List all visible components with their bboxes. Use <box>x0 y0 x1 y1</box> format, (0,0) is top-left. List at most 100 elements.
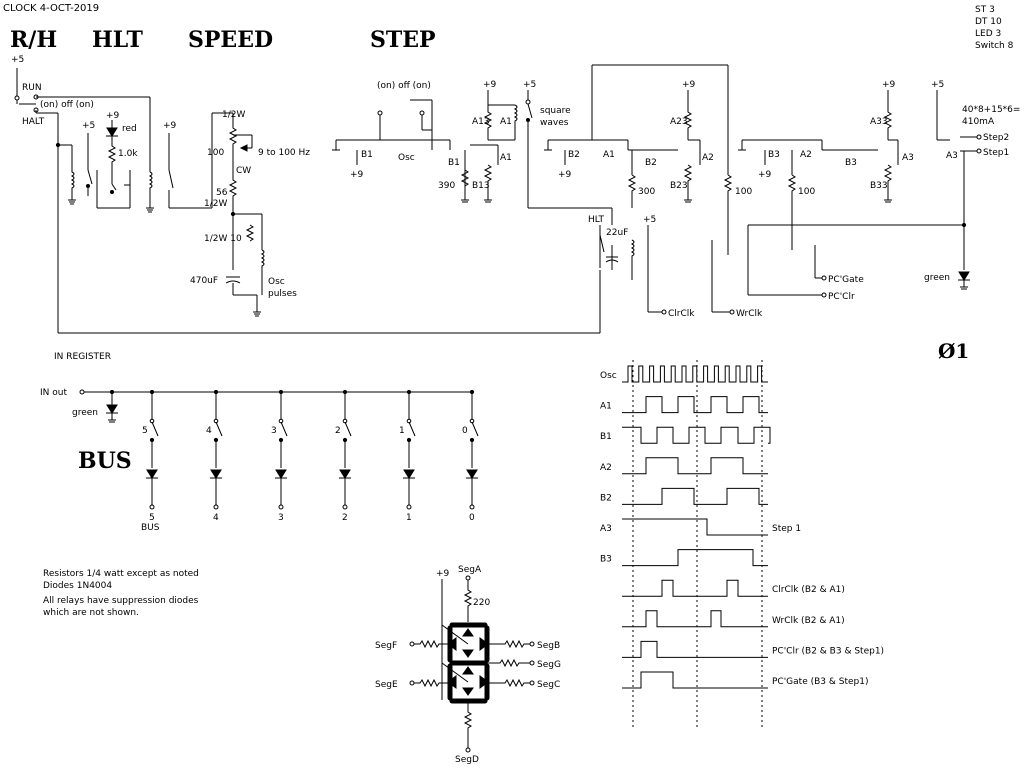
timing-signal-label: A3 <box>600 524 612 534</box>
timing-grid <box>632 360 763 728</box>
bus-caption: BUS <box>141 523 160 533</box>
bit-switch-label[interactable]: 5 <box>142 426 148 436</box>
step-square-label: square <box>540 106 571 116</box>
step-b2-plus9: +9 <box>558 170 572 180</box>
timing-right-label: WrClk (B2 & A1) <box>772 616 845 626</box>
speed-pot-label: 100 <box>207 148 224 158</box>
rh-switch-positions: (on) off (on) <box>40 100 94 110</box>
timing-row: ClrClk (B2 & A1) <box>622 579 845 597</box>
timing-row: B2 <box>600 487 768 505</box>
bit-switch-label[interactable]: 4 <box>206 426 212 436</box>
seg-c-label: SegC <box>537 680 560 690</box>
seg-d-label: SegD <box>455 755 479 765</box>
timing-waveform <box>622 396 768 414</box>
step-step1-label: Step1 <box>983 148 1009 158</box>
phase-label: Ø1 <box>938 339 969 363</box>
step-pcgate-label: PC'Gate <box>828 275 864 285</box>
timing-row: B3 <box>600 549 768 567</box>
timing-waveform <box>622 487 768 505</box>
seg-g-label: SegG <box>537 660 561 670</box>
step-plus5-label: +5 <box>523 80 536 90</box>
seg-a-label: SegA <box>458 565 482 575</box>
step-b3-plus9: +9 <box>758 170 772 180</box>
step-cap22-label: 22uF <box>606 228 628 238</box>
step-pcclr-label: PC'Clr <box>828 292 855 302</box>
timing-waveform <box>622 610 768 628</box>
bit-switch-label[interactable]: 3 <box>271 426 277 436</box>
step-wr-label: WrClk <box>736 309 763 319</box>
bit-switch-label[interactable]: 0 <box>462 426 468 436</box>
step-b2-label: B2 <box>568 150 580 160</box>
step-a1-coil-label: A1 <box>500 117 512 127</box>
note-diodes: Diodes 1N4004 <box>43 581 112 591</box>
timing-waveform <box>622 579 768 597</box>
seg-f-label: SegF <box>375 641 397 651</box>
in-register-title: IN REGISTER <box>54 352 111 362</box>
segment-display: +9 SegA 220 SegF SegE SegB SegG <box>375 565 561 765</box>
step-a1-contact-label: A1 <box>603 150 615 160</box>
bit-bus-label: 2 <box>342 513 348 523</box>
speed-supply-label: +9 <box>163 121 177 131</box>
speed-rmidw-label: 1/2W <box>204 199 227 209</box>
section-speed: SPEED <box>188 27 273 53</box>
timing-row: WrClk (B2 & A1) <box>622 610 845 628</box>
speed-osc-label: Osc <box>268 277 285 287</box>
timing-signal-label: Osc <box>600 371 617 381</box>
bit-bus-label: 4 <box>213 513 219 523</box>
speed-section: +9 1/2W 100 9 to 100 Hz CW 56 1/2W 1/2W … <box>163 110 310 317</box>
timing-waveform <box>622 671 768 689</box>
step-a23-label: A23 <box>670 117 688 127</box>
step-a13-label: A13 <box>472 117 490 127</box>
speed-pulses-label: pulses <box>268 289 297 299</box>
rh-section: +5 RUN (on) off (on) HALT <box>11 55 601 334</box>
rh-run-label: RUN <box>22 83 42 93</box>
timing-signal-label: B3 <box>600 555 612 565</box>
timing-signal-label: B1 <box>600 432 612 442</box>
timing-waveform <box>622 518 768 536</box>
step-b3-label: B3 <box>768 150 780 160</box>
bit-switch-label[interactable]: 1 <box>399 426 405 436</box>
timing-waveform <box>622 365 768 383</box>
step-switch-positions: (on) off (on) <box>377 81 431 91</box>
hlt-section: +5 +9 red 1.0k <box>82 111 138 209</box>
step-b13-label: B13 <box>472 181 490 191</box>
step-a3-contact-label: A3 <box>946 151 958 161</box>
timing-row: A1 <box>600 396 768 414</box>
bit-switch-label[interactable]: 2 <box>335 426 341 436</box>
bit-column: 44 <box>206 389 223 523</box>
bit-column: 22 <box>335 389 352 523</box>
timing-signal-label: A1 <box>600 402 612 412</box>
timing-row: PC'Gate (B3 & Step1) <box>622 671 868 689</box>
rh-halt-label: HALT <box>22 117 45 127</box>
step-clr-label: ClrClk <box>668 309 695 319</box>
schematic-title: CLOCK 4-OCT-2019 <box>3 3 99 14</box>
speed-rlow-label: 1/2W 10 <box>204 234 242 244</box>
hlt-led-label: red <box>122 124 137 134</box>
in-register: IN REGISTER IN out green <box>40 352 472 423</box>
step-section: (on) off (on) B1 +9 Osc +9 A13 A1 A1 B1 … <box>332 64 1009 319</box>
timing-row: A2 <box>600 457 768 475</box>
step-b1-coil-label: B1 <box>448 158 460 168</box>
step-r300-label: 300 <box>638 187 655 197</box>
seg-resistor-label: 220 <box>473 598 490 608</box>
count-dt: DT 10 <box>975 17 1002 27</box>
bit-column: 55 <box>142 389 159 523</box>
speed-rtop-label: 1/2W <box>222 110 245 120</box>
rh-supply-label: +5 <box>11 55 24 65</box>
step-a1-supply: +9 <box>483 80 497 90</box>
hlt-supply2-label: +9 <box>106 111 120 121</box>
bit-column: 33 <box>271 389 288 523</box>
timing-waveform <box>622 640 768 658</box>
step-r390-label: 390 <box>438 181 455 191</box>
step-a2-contact-label: A2 <box>800 150 812 160</box>
current-total: 410mA <box>962 117 995 127</box>
count-switch: Switch 8 <box>975 41 1014 51</box>
step-b33-label: B33 <box>870 181 888 191</box>
bit-bus-label: 0 <box>469 513 475 523</box>
step-a3-supply: +9 <box>882 80 896 90</box>
bus-big-label: BUS <box>78 448 132 474</box>
bit-bus-label: 1 <box>406 513 412 523</box>
bit-column: 00 <box>462 389 479 523</box>
